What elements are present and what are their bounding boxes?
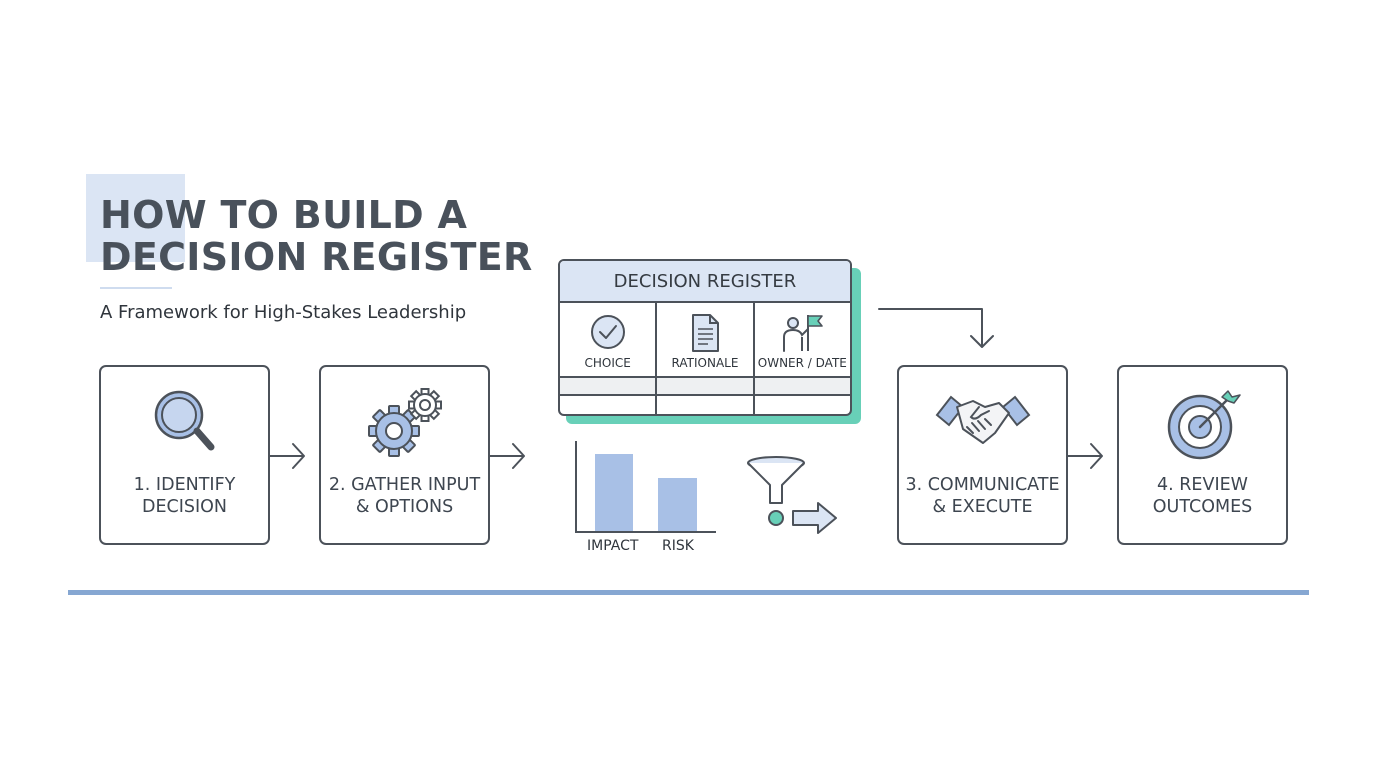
register-column-rationale: RATIONALE	[657, 303, 755, 376]
step-3-label-line1: 3. COMMUNICATE	[905, 475, 1060, 495]
bar-label-impact: IMPACT	[587, 538, 639, 554]
step-4-label-line1: 4. REVIEW	[1157, 475, 1248, 495]
page-title: HOW TO BUILD A DECISION REGISTER	[100, 194, 533, 278]
step-1-label-line2: DECISION	[141, 497, 228, 517]
arrow-step3-to-step4	[1067, 443, 1103, 469]
decision-register-card: DECISION REGISTER CHOICE RATIONALE	[558, 259, 852, 416]
step-identify-decision: 1. IDENTIFY DECISION	[99, 365, 270, 545]
title-line-1: HOW TO BUILD A	[100, 193, 468, 237]
document-icon	[657, 313, 752, 352]
register-column-label: RATIONALE	[671, 356, 739, 370]
step-communicate-execute: 3. COMMUNICATE & EXECUTE	[897, 365, 1068, 545]
register-title: DECISION REGISTER	[560, 261, 850, 303]
register-row	[560, 396, 850, 414]
step-2-label-line1: 2. GATHER INPUT	[328, 475, 481, 495]
gears-icon	[321, 385, 488, 461]
title-accent-block	[86, 174, 185, 262]
step-gather-input: 2. GATHER INPUT & OPTIONS	[319, 365, 490, 545]
arrow-register-to-step3	[878, 308, 994, 348]
mini-chart-axes	[575, 441, 716, 533]
subtitle: A Framework for High-Stakes Leadership	[100, 302, 467, 323]
footer-baseline	[68, 590, 1309, 595]
step-3-label-line2: & EXECUTE	[932, 497, 1033, 517]
step-4-label-line2: OUTCOMES	[1152, 497, 1253, 517]
person-flag-icon	[755, 313, 850, 352]
funnel-icon	[747, 456, 805, 526]
step-2-label-line2: & OPTIONS	[355, 497, 454, 517]
bar-impact	[595, 454, 633, 531]
arrow-step2-to-register	[489, 443, 525, 469]
magnifier-icon	[101, 385, 268, 461]
handshake-icon	[899, 385, 1066, 461]
title-line-2: DECISION REGISTER	[100, 235, 533, 279]
step-1-label-line1: 1. IDENTIFY	[133, 475, 236, 495]
output-arrow-icon	[792, 502, 837, 534]
register-row	[560, 378, 850, 396]
title-underline	[100, 287, 172, 289]
register-column-choice: CHOICE	[560, 303, 658, 376]
target-icon	[1119, 385, 1286, 461]
mini-bar-chart	[575, 441, 716, 533]
bar-risk	[658, 478, 697, 531]
register-column-label: CHOICE	[584, 356, 631, 370]
register-column-owner-date: OWNER / DATE	[755, 303, 850, 376]
step-review-outcomes: 4. REVIEW OUTCOMES	[1117, 365, 1288, 545]
checkmark-circle-icon	[560, 313, 655, 351]
arrow-step1-to-step2	[269, 443, 305, 469]
register-column-label: OWNER / DATE	[757, 356, 847, 370]
bar-label-risk: RISK	[662, 538, 694, 554]
